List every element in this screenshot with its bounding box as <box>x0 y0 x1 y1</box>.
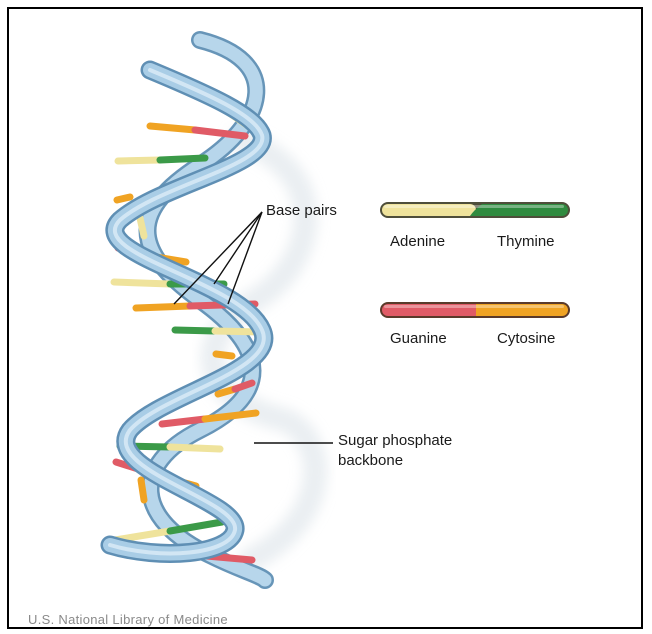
base-pair-rung <box>141 480 144 500</box>
legend-bar-adenine-thymine <box>380 202 570 218</box>
sugar-backbone-label-line1: Sugar phosphate <box>338 432 452 450</box>
legend-thymine-label: Thymine <box>497 233 555 251</box>
legend-bar-guanine-cytosine <box>380 302 570 318</box>
base-pair-rung <box>175 330 258 332</box>
legend-guanine-label: Guanine <box>390 330 447 348</box>
legend-cytosine-label: Cytosine <box>497 330 555 348</box>
base-pairs-label: Base pairs <box>266 202 337 220</box>
base-pair-rung <box>118 158 205 161</box>
legend-adenine-label: Adenine <box>390 233 445 251</box>
credit-text: U.S. National Library of Medicine <box>28 612 228 627</box>
sugar-backbone-label-line2: backbone <box>338 452 403 470</box>
base-pair-rung <box>216 354 232 356</box>
